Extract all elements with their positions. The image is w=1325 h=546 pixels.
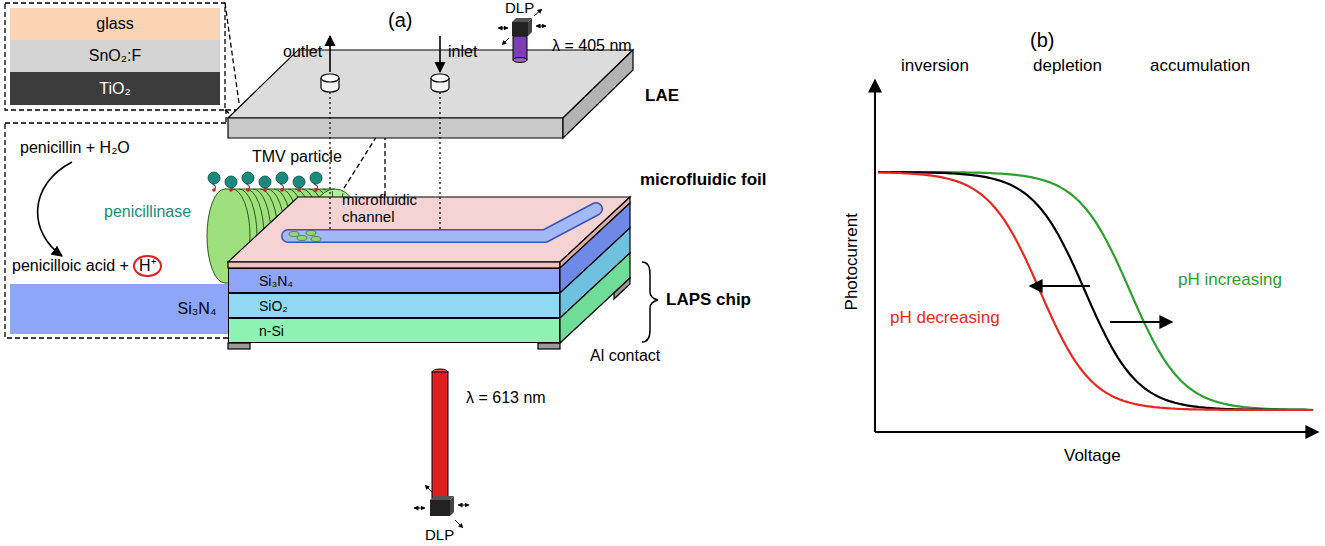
layer-name: SnO₂:F <box>89 47 141 65</box>
curve-label: pH decreasing <box>890 308 1000 328</box>
enzyme <box>310 172 322 184</box>
outlet-arrow <box>329 36 331 72</box>
device-label: DLP <box>505 0 534 16</box>
enzyme <box>225 176 237 188</box>
curve-ph-up <box>878 172 1313 410</box>
microfluidic-channel-fill <box>288 209 596 236</box>
layer-band: TiO₂ <box>10 72 220 105</box>
shift-arrow-right <box>1110 321 1172 323</box>
enzyme-label: penicillinase <box>104 203 191 221</box>
chip-layer: SiO₂ <box>228 293 560 318</box>
curve-ph-down <box>878 173 1313 411</box>
part-label: Al contact <box>590 347 660 365</box>
wavelength-label: λ = 613 nm <box>466 389 546 407</box>
enzyme <box>259 176 271 188</box>
panel-letter: (a) <box>388 9 412 32</box>
enzyme <box>242 172 254 184</box>
part-label: LAE <box>645 86 679 106</box>
layer-name: Si₃N₄ <box>178 300 217 318</box>
lae-plate <box>228 50 633 138</box>
layer-name: glass <box>96 15 133 33</box>
region-label: accumulation <box>1150 56 1250 76</box>
port-label: outlet <box>283 43 322 61</box>
particle-label: TMV particle <box>252 148 342 166</box>
layer-name: TiO₂ <box>99 80 130 98</box>
linker-dot <box>229 188 233 192</box>
port-label: inlet <box>448 43 477 61</box>
channel-label: microfluidic channel <box>342 192 438 225</box>
axis-label: Voltage <box>1064 446 1121 466</box>
shift-arrow-left <box>1030 285 1090 287</box>
inlet-arrow <box>439 36 441 72</box>
wavelength-label: λ = 405 nm <box>552 37 632 55</box>
axis-label: Photocurrent <box>842 213 862 310</box>
part-label: microfluidic foil <box>640 170 767 190</box>
device-label: DLP <box>425 526 454 543</box>
laps-chip <box>228 197 630 349</box>
linker-dot <box>246 188 250 192</box>
curve-reference <box>878 172 1313 410</box>
linker-dot <box>280 188 284 192</box>
layer-name: SiO₂ <box>259 298 288 314</box>
plot-axes <box>875 80 1318 432</box>
curve-label: pH increasing <box>1178 270 1282 290</box>
layer-band: SnO₂:F <box>10 40 220 72</box>
chip-layer: Si₃N₄ <box>228 268 560 293</box>
linker-dot <box>314 188 318 192</box>
proton-label: H⁺ <box>133 255 162 277</box>
layer-band: glass <box>10 8 220 40</box>
enzyme <box>293 176 305 188</box>
layer-name: Si₃N₄ <box>259 273 293 289</box>
reaction-text: penicilloic acid + <box>12 257 129 275</box>
enzyme <box>276 172 288 184</box>
chip-layer: n-Si <box>228 318 560 343</box>
port-guides <box>330 92 440 229</box>
region-label: inversion <box>901 56 969 76</box>
reaction-text: penicillin + H₂O <box>20 139 130 157</box>
linker-dot <box>212 188 216 192</box>
reaction-arrow <box>38 162 72 256</box>
linker-dot <box>297 188 301 192</box>
channel-particles <box>289 231 321 242</box>
part-label: LAPS chip <box>666 290 751 310</box>
linker-dot <box>263 188 267 192</box>
layer-name: n-Si <box>259 323 284 339</box>
region-label: depletion <box>1033 56 1102 76</box>
photocurrent-curves <box>878 172 1313 410</box>
dlp-top <box>498 9 546 63</box>
microfluidic-channel <box>288 209 596 236</box>
panel-letter: (b) <box>1030 29 1054 52</box>
penicillinase-enzymes <box>208 172 322 192</box>
dlp-bottom <box>414 369 469 528</box>
chip-bracket <box>642 262 658 342</box>
enzyme <box>208 172 220 184</box>
